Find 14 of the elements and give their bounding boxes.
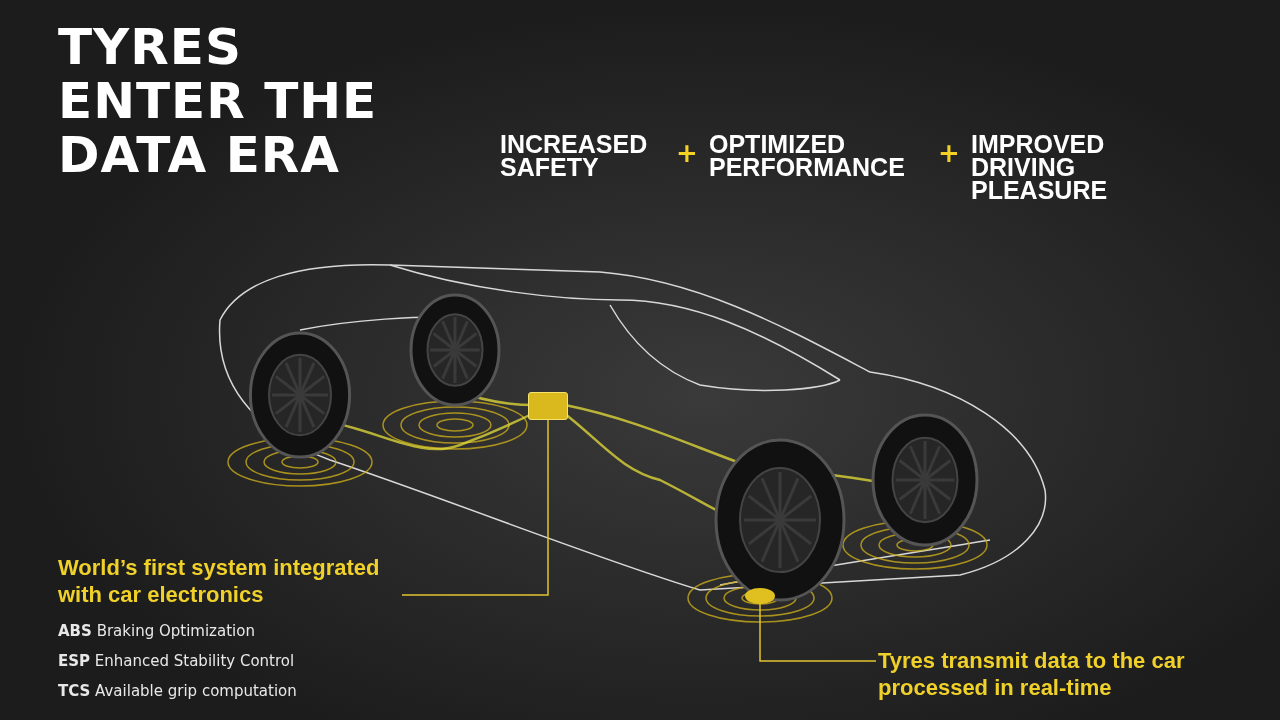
- callout-text: World’s first system integrated with car electronics: [58, 554, 398, 608]
- plus-sign: +: [938, 138, 960, 168]
- control-unit: [528, 392, 568, 420]
- benefit-text: IMPROVED DRIVING PLEASURE: [971, 133, 1109, 202]
- feature-text: ABS Braking Optimization: [58, 622, 255, 640]
- plus-sign: +: [676, 138, 698, 168]
- title: TYRES ENTER THE DATA ERA: [58, 20, 379, 182]
- benefit-text: OPTIMIZED PERFORMANCE: [709, 133, 906, 179]
- feature-text: ESP Enhanced Stability Control: [58, 652, 295, 670]
- leader-line: [401, 419, 549, 596]
- benefit-text: INCREASED SAFETY: [500, 133, 649, 179]
- callout-text: Tyres transmit data to the car processed in real-time: [878, 647, 1228, 701]
- leader-line: [759, 603, 877, 662]
- feature-text: TCS Available grip computation: [58, 682, 297, 700]
